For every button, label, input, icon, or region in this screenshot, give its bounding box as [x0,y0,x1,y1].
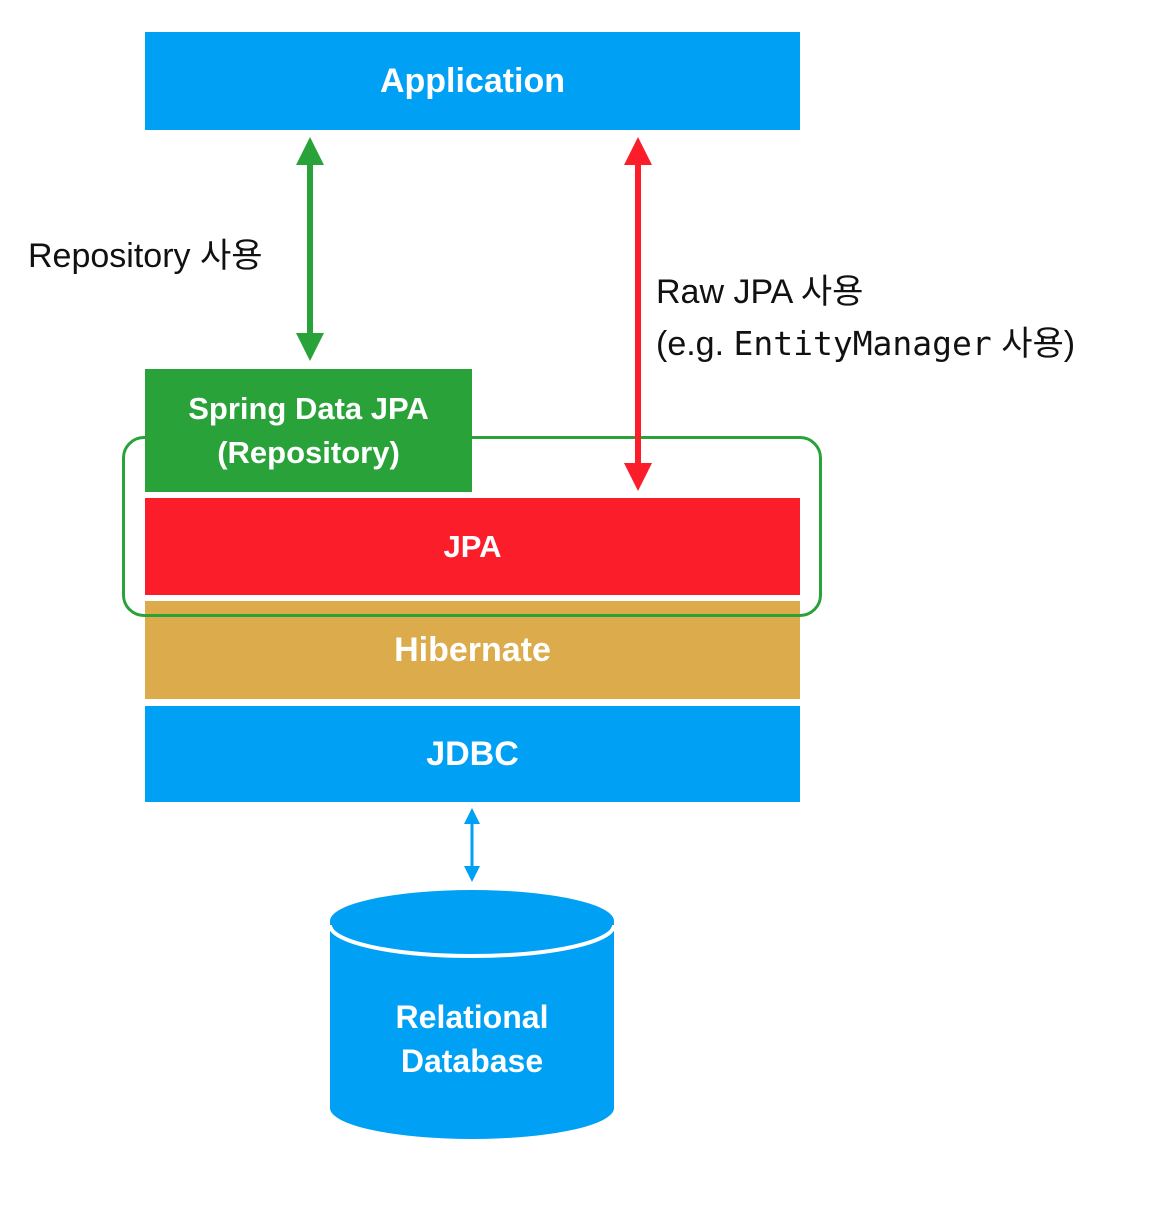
raw-jpa-line2: (e.g. EntityManager 사용) [656,318,1075,370]
application-label: Application [379,61,566,100]
jpa-label: JPA [443,528,502,564]
spring-jpa-group-outline [122,436,822,617]
raw-jpa-line1: Raw JPA 사용 [656,273,864,311]
jdbc-label: JDBC [426,734,519,773]
repository-arrow [296,137,324,361]
entity-manager-code: EntityManager [733,324,992,363]
application-layer: Application [145,32,800,130]
hibernate-layer: Hibernate [145,601,800,699]
raw-jpa-use-label: Raw JPA 사용 (e.g. EntityManager 사용) [656,266,1075,370]
raw-jpa-prefix: (e.g. [656,325,734,363]
jdbc-layer: JDBC [145,706,800,802]
raw-jpa-suffix: 사용) [991,325,1076,363]
repository-use-label: Repository 사용 [28,237,263,275]
database-label: Relational Database [330,995,614,1083]
database-label-line1: Relational [395,999,549,1035]
jdbc-db-arrow [464,808,480,882]
jpa-layer: JPA [145,498,800,595]
spring-data-jpa-layer: Spring Data JPA (Repository) [145,369,472,492]
database-label-line2: Database [400,1043,544,1079]
hibernate-label: Hibernate [394,630,551,669]
spring-data-jpa-sublabel: (Repository) [217,434,400,470]
spring-data-jpa-label: Spring Data JPA [188,390,429,426]
